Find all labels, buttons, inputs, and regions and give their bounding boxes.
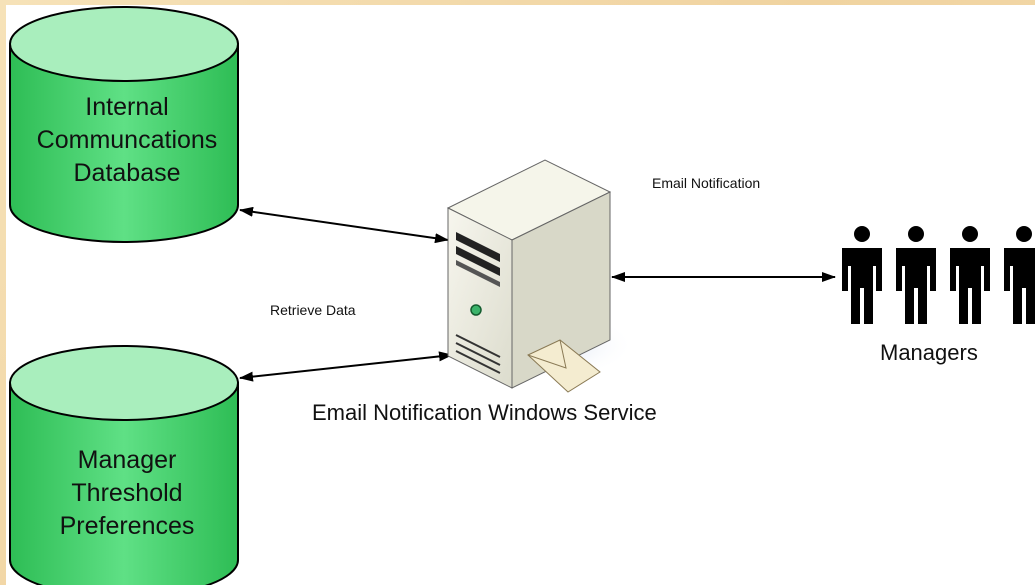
retrieve-data-label: Retrieve Data bbox=[270, 302, 356, 318]
managers-group bbox=[842, 226, 1035, 324]
connector-db2-server bbox=[239, 351, 453, 382]
db1-label-line2: Communcations bbox=[36, 126, 218, 154]
envelope-icon bbox=[527, 339, 601, 393]
email-notification-label: Email Notification bbox=[652, 175, 761, 191]
database-internal-communications bbox=[9, 6, 239, 243]
managers-label: Managers bbox=[880, 340, 978, 365]
db1-label-line3: Database bbox=[73, 159, 181, 187]
server-label: Email Notification Windows Service bbox=[312, 400, 657, 425]
person-icon bbox=[1004, 226, 1035, 324]
connector-db1-server bbox=[239, 206, 449, 244]
person-icon bbox=[950, 226, 990, 324]
database-manager-threshold bbox=[9, 345, 239, 585]
db2-label-line3: Preferences bbox=[59, 512, 195, 540]
person-icon bbox=[842, 226, 882, 324]
person-icon bbox=[896, 226, 936, 324]
db2-label-line1: Manager bbox=[77, 446, 177, 474]
db1-label-line1: Internal bbox=[85, 93, 169, 121]
db2-label-line2: Threshold bbox=[71, 479, 183, 507]
